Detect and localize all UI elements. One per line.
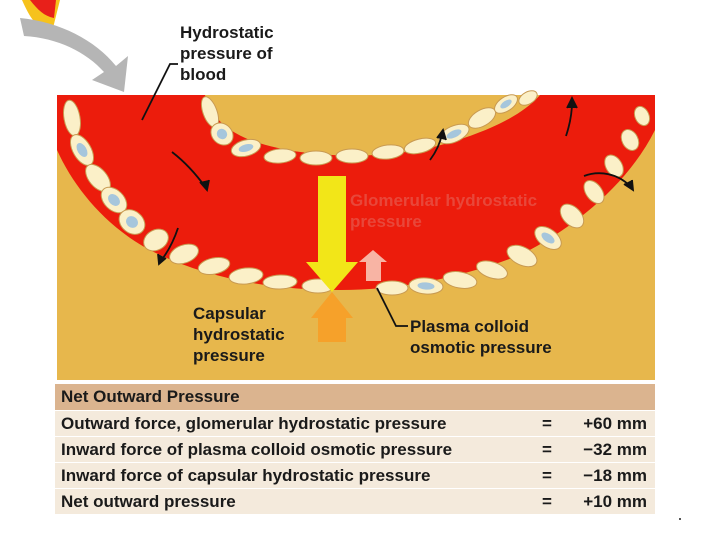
row-description: Net outward pressure bbox=[61, 492, 236, 511]
endothelial-cell bbox=[442, 271, 478, 289]
cell-nucleus bbox=[541, 232, 555, 244]
endothelial-cell bbox=[534, 226, 562, 250]
endothelial-cell bbox=[494, 94, 518, 114]
endothelial-cell bbox=[228, 267, 264, 285]
net-pressure-table: Net Outward Pressure Outward force, glom… bbox=[55, 384, 655, 514]
endothelial-cell bbox=[262, 274, 298, 290]
row-equals: = bbox=[542, 466, 552, 485]
row-description: Outward force, glomerular hydrostatic pr… bbox=[61, 414, 447, 433]
row-equals: = bbox=[542, 440, 552, 459]
colloid-pressure-arrow bbox=[359, 250, 387, 281]
cell-nucleus bbox=[126, 216, 138, 228]
endothelial-cell bbox=[169, 243, 199, 265]
endothelial-cell bbox=[371, 144, 405, 160]
endothelial-cell bbox=[620, 129, 640, 151]
row-value: +60 mm bbox=[583, 414, 647, 433]
table-header-label: Net Outward Pressure bbox=[61, 387, 240, 406]
row-value: −18 mm bbox=[583, 466, 647, 485]
table-row: Inward force of plasma colloid osmotic p… bbox=[55, 436, 655, 462]
row-value: +10 mm bbox=[583, 492, 647, 511]
row-equals: = bbox=[542, 492, 552, 511]
cell-nucleus bbox=[446, 129, 462, 139]
endothelial-cell bbox=[476, 260, 508, 280]
endothelial-cell bbox=[375, 280, 409, 296]
endothelial-cell bbox=[197, 256, 231, 276]
glomerular-hydrostatic-label: Glomerular hydrostatic pressure bbox=[350, 191, 538, 231]
stray-dot bbox=[679, 518, 681, 520]
endothelial-cell bbox=[335, 148, 369, 164]
endothelial-cell bbox=[604, 154, 624, 178]
gray-entry-arrow bbox=[20, 18, 128, 92]
endothelial-cell bbox=[408, 277, 444, 295]
leader-lines bbox=[141, 63, 408, 327]
endothelial-cell bbox=[583, 179, 605, 205]
glomerular-pressure-arrow bbox=[306, 176, 358, 292]
endothelial-cell bbox=[263, 148, 297, 164]
table-row: Net outward pressure = +10 mm bbox=[55, 488, 655, 514]
hydrostatic-blood-label: Hydrostatic pressure of blood bbox=[180, 23, 274, 84]
capsular-pressure-arrow bbox=[311, 292, 353, 342]
endothelial-cell bbox=[118, 209, 146, 235]
endothelial-cell bbox=[506, 244, 538, 268]
cell-nucleus bbox=[108, 194, 120, 206]
row-equals: = bbox=[542, 414, 552, 433]
cell-nucleus bbox=[216, 128, 228, 140]
endothelial-cell bbox=[299, 150, 333, 166]
capillary-blood bbox=[57, 95, 655, 290]
table-header: Net Outward Pressure bbox=[55, 384, 655, 410]
flow-arrows bbox=[157, 95, 635, 266]
endothelial-cell bbox=[633, 105, 651, 127]
cell-nucleus bbox=[76, 143, 88, 157]
endothelial-cell bbox=[210, 122, 234, 146]
table-row: Outward force, glomerular hydrostatic pr… bbox=[55, 410, 655, 436]
endothelial-cell bbox=[230, 138, 262, 158]
corner-sun-core bbox=[30, 0, 56, 18]
endothelial-cell bbox=[143, 228, 169, 252]
row-description: Inward force of plasma colloid osmotic p… bbox=[61, 440, 453, 459]
endothelial-cell bbox=[559, 203, 585, 229]
cell-nucleus bbox=[238, 144, 254, 152]
plasma-colloid-label: Plasma colloid osmotic pressure bbox=[410, 317, 552, 357]
endothelial-cell bbox=[69, 134, 95, 166]
table-row: Inward force of capsular hydrostatic pre… bbox=[55, 462, 655, 488]
endothelial-cell bbox=[518, 90, 538, 106]
row-value: −32 mm bbox=[583, 440, 647, 459]
endothelial-cells bbox=[63, 90, 651, 296]
row-description: Inward force of capsular hydrostatic pre… bbox=[61, 466, 431, 485]
cell-nucleus bbox=[500, 99, 512, 109]
cell-nucleus bbox=[417, 282, 435, 290]
capsular-hydrostatic-label: Capsular hydrostatic pressure bbox=[193, 304, 285, 365]
endothelial-cell bbox=[403, 137, 437, 155]
